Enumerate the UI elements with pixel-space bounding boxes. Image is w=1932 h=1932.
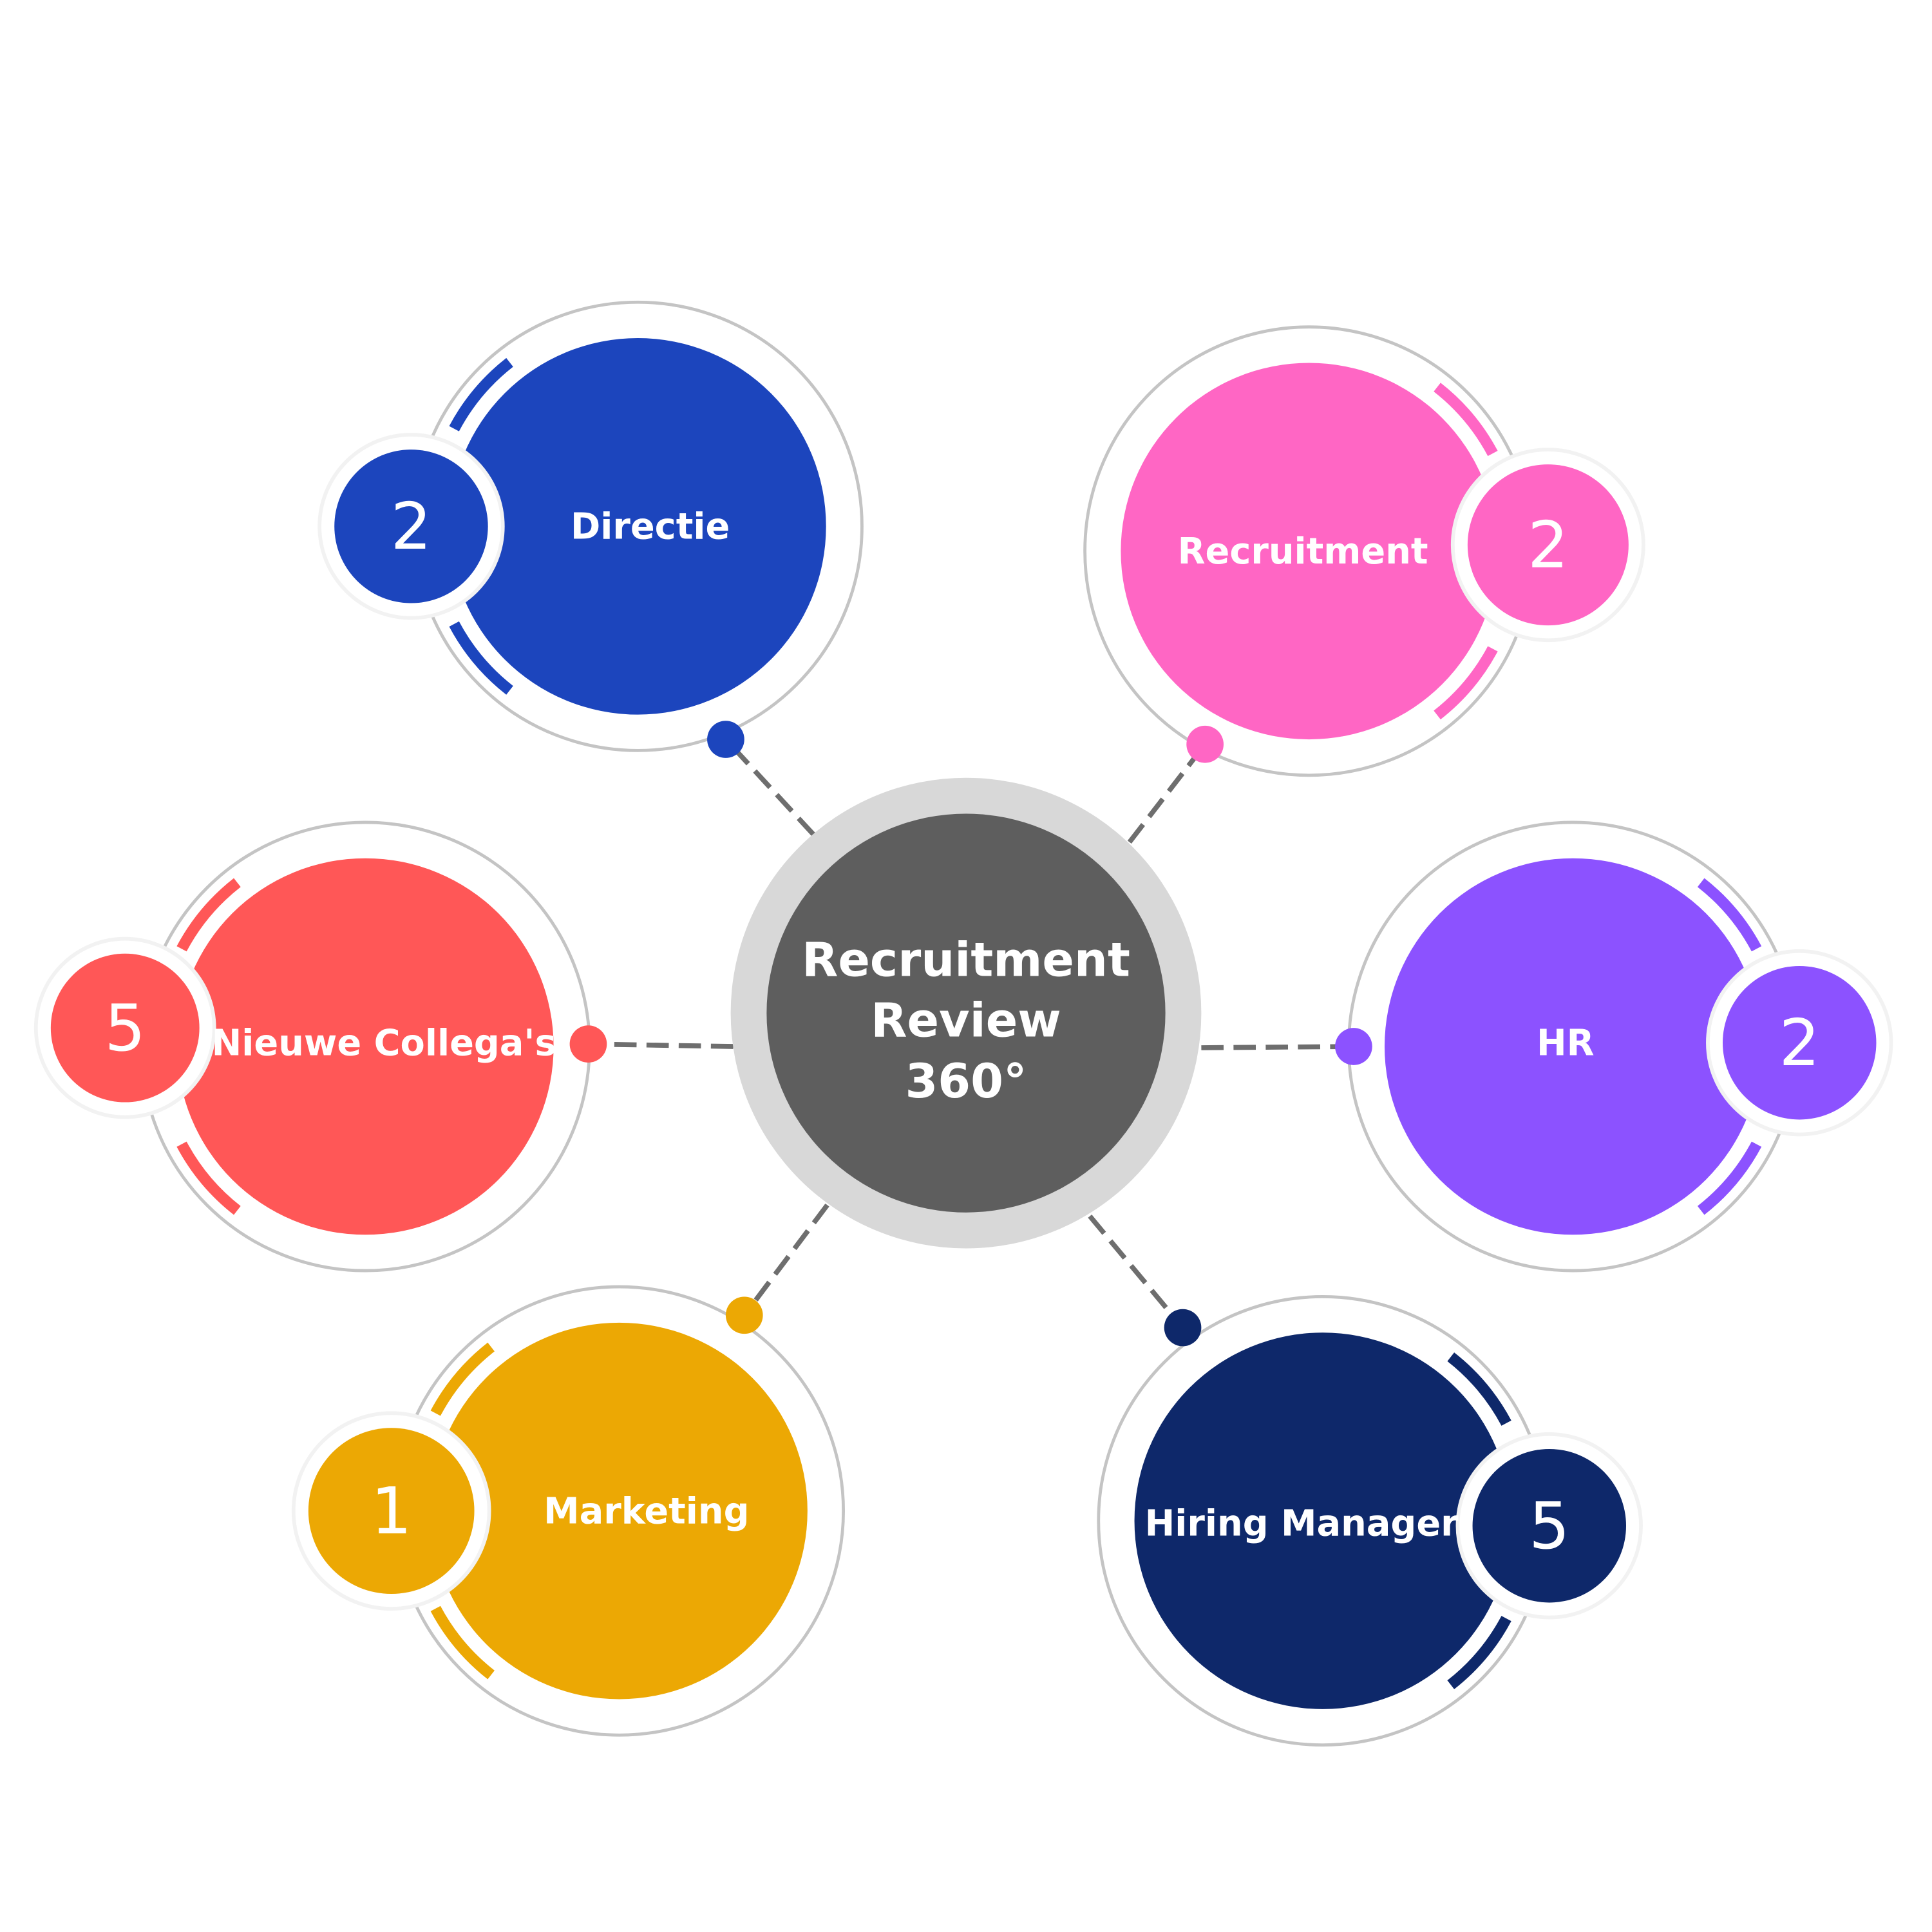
- accent-arc: [176, 1141, 241, 1215]
- accent-arc: [1447, 1352, 1511, 1426]
- connector-dot: [707, 721, 744, 758]
- node-circle: [1134, 1332, 1511, 1709]
- count-value: 5: [104, 990, 146, 1066]
- node-label: Nieuwe Collega's: [212, 1022, 556, 1064]
- center-title-line3: 360°: [905, 1054, 1027, 1109]
- connector-dot: [725, 1296, 763, 1334]
- count-badge: [1467, 464, 1629, 626]
- count-badge: [50, 953, 200, 1103]
- connector-dot: [569, 1025, 607, 1063]
- accent-arc: [449, 621, 513, 695]
- accent-arc: [176, 878, 241, 952]
- center-circle: [766, 813, 1166, 1213]
- accent-arc: [1434, 646, 1498, 720]
- connector-dot: [1164, 1309, 1202, 1347]
- node-label: HR: [1537, 1022, 1595, 1064]
- accent-arc: [1447, 1616, 1511, 1689]
- count-value: 1: [371, 1473, 412, 1549]
- accent-arc: [430, 1605, 495, 1680]
- connector-line: [1127, 743, 1208, 844]
- connector-line: [588, 1041, 734, 1049]
- count-value: 2: [391, 489, 432, 564]
- count-value: 5: [1529, 1488, 1570, 1564]
- connector-line: [742, 1203, 829, 1317]
- count-badge: [1472, 1449, 1626, 1603]
- node-marketing[interactable]: 1 Marketing: [291, 1285, 846, 1737]
- node-recruitment[interactable]: 2 Recruitment: [1083, 325, 1645, 777]
- node-circle: [177, 858, 554, 1235]
- node-hiring-manager[interactable]: 5 Hiring Manager: [1097, 1295, 1643, 1747]
- center-title-line1: Recruitment: [802, 933, 1130, 987]
- center-hub: Recruitment Review 360°: [730, 777, 1202, 1249]
- count-badge: [308, 1428, 475, 1594]
- count-value: 2: [1779, 1005, 1820, 1081]
- node-directie[interactable]: 2 Directie: [317, 300, 864, 758]
- count-value: 2: [1528, 507, 1569, 583]
- node-circle: [450, 338, 826, 715]
- node-circle: [1385, 858, 1761, 1235]
- accent-arc: [449, 357, 513, 431]
- center-title-line2: Review: [871, 994, 1061, 1048]
- connector-dot: [1335, 1028, 1372, 1065]
- node-circle: [1121, 363, 1497, 740]
- accent-arc: [1697, 1141, 1762, 1215]
- count-badge: [334, 450, 488, 603]
- node-circle: [431, 1322, 808, 1700]
- node-label: Marketing: [544, 1490, 749, 1532]
- connector-line: [724, 737, 816, 837]
- connector-line: [1088, 1214, 1185, 1330]
- node-label: Hiring Manager: [1145, 1503, 1459, 1545]
- connector-dot: [1186, 725, 1224, 763]
- connectors: [588, 737, 1354, 1330]
- node-label: Directie: [571, 506, 730, 548]
- accent-arc: [1697, 878, 1762, 952]
- node-hr[interactable]: 2 HR: [1335, 820, 1893, 1273]
- count-badge: [1723, 966, 1877, 1120]
- accent-arc: [1434, 383, 1498, 457]
- accent-arc: [430, 1342, 495, 1416]
- node-nieuwe-collega-s[interactable]: 5 Nieuwe Collega's: [33, 820, 607, 1273]
- node-label: Recruitment: [1178, 531, 1428, 573]
- connector-line: [1201, 1044, 1354, 1050]
